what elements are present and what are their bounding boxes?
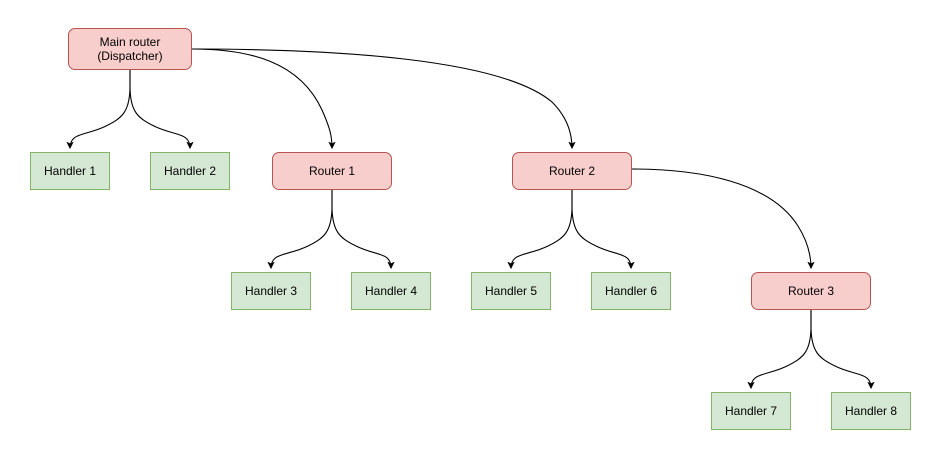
node-label-handler-1: Handler 1	[43, 164, 97, 178]
edge-router2-handler-6	[571, 189, 631, 268]
node-handler-6[interactable]: Handler 6	[591, 272, 671, 310]
node-handler-2[interactable]: Handler 2	[150, 152, 230, 190]
node-handler-7[interactable]: Handler 7	[711, 392, 791, 430]
node-router-1[interactable]: Router 1	[272, 152, 392, 190]
node-router-3[interactable]: Router 3	[751, 272, 871, 310]
node-label-handler-5: Handler 5	[484, 284, 538, 298]
node-handler-4[interactable]: Handler 4	[351, 272, 431, 310]
edge-router3-handler-7	[751, 309, 812, 388]
edges-group	[70, 48, 871, 388]
node-label-router-1: Router 1	[308, 164, 356, 178]
node-label-main-router: Main router (Dispatcher)	[97, 35, 163, 63]
node-label-handler-6: Handler 6	[604, 284, 658, 298]
node-label-handler-8: Handler 8	[844, 404, 898, 418]
node-handler-3[interactable]: Handler 3	[231, 272, 311, 310]
node-handler-1[interactable]: Handler 1	[30, 152, 110, 190]
node-handler-8[interactable]: Handler 8	[831, 392, 911, 430]
edge-main-handler-2	[129, 69, 190, 148]
edge-router2-router-3	[631, 168, 811, 268]
edge-router1-handler-3	[271, 189, 333, 268]
node-label-handler-3: Handler 3	[244, 284, 298, 298]
node-handler-5[interactable]: Handler 5	[471, 272, 551, 310]
edge-main-router-1	[191, 48, 332, 148]
edge-router1-handler-4	[331, 189, 391, 268]
node-main-router[interactable]: Main router (Dispatcher)	[68, 28, 192, 70]
node-label-handler-4: Handler 4	[364, 284, 418, 298]
edge-router3-handler-8	[810, 309, 871, 388]
edge-main-router-2	[191, 48, 572, 148]
node-label-router-3: Router 3	[787, 284, 835, 298]
edge-main-handler-1	[70, 69, 131, 148]
node-label-handler-7: Handler 7	[724, 404, 778, 418]
node-label-router-2: Router 2	[548, 164, 596, 178]
node-router-2[interactable]: Router 2	[512, 152, 632, 190]
node-label-handler-2: Handler 2	[163, 164, 217, 178]
edge-router2-handler-5	[511, 189, 573, 268]
